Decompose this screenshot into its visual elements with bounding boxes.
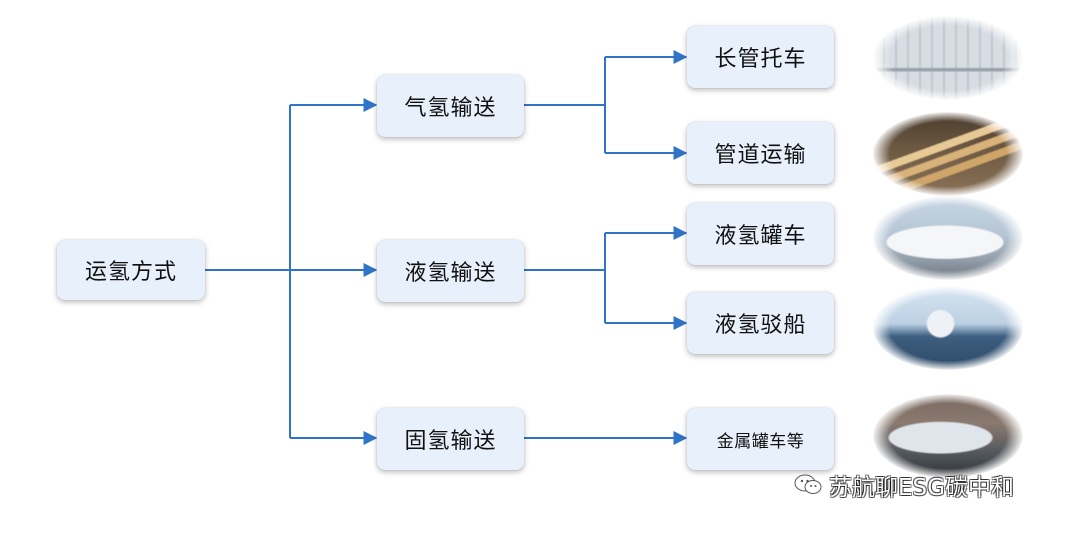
watermark: 苏航聊ESG碳中和 (793, 468, 1014, 502)
liquid-tanker-photo (873, 196, 1023, 280)
category-solid-node: 固氢输送 (377, 408, 524, 470)
category-liquid-node: 液氢输送 (377, 240, 524, 302)
leaf-liquid-tanker-node: 液氢罐车 (687, 203, 834, 265)
pipeline-photo (873, 112, 1023, 196)
leaf-liquid-barge-node: 液氢驳船 (687, 292, 834, 354)
metal-tanker-photo (873, 394, 1023, 478)
wechat-icon (794, 474, 822, 494)
tube-trailer-photo (873, 16, 1023, 100)
leaf-tube-trailer-node: 长管托车 (687, 26, 834, 88)
liquid-barge-photo (873, 286, 1023, 370)
leaf-metal-tanker-node: 金属罐车等 (687, 408, 834, 470)
leaf-pipeline-node: 管道运输 (687, 122, 834, 184)
root-node: 运氢方式 (57, 240, 205, 300)
watermark-text: 苏航聊ESG碳中和 (829, 475, 1014, 501)
category-gas-node: 气氢输送 (377, 75, 524, 137)
